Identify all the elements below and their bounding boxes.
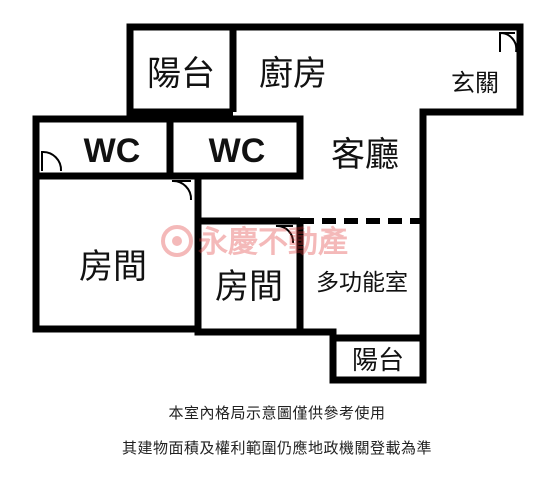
door-entrance	[499, 31, 518, 53]
watermark: 永慶不動產	[161, 225, 348, 260]
label-bedroom-left: 房間	[79, 247, 147, 287]
door-bedroom-middle	[275, 224, 295, 244]
caption-line-1: 本室內格局示意圖僅供參考使用	[168, 404, 386, 422]
label-balcony-bottom: 陽台	[352, 346, 404, 376]
door-wc-left	[41, 150, 63, 172]
watermark-logo-dot-icon	[172, 236, 182, 246]
watermark-logo-icon	[161, 225, 193, 257]
label-entrance: 玄關	[451, 69, 499, 97]
label-kitchen: 廚房	[259, 54, 327, 94]
doors	[41, 31, 518, 244]
floor-plan: 陽台 廚房 玄關 WC WC 客廳 房間 房間 多功能室 陽台 永慶不動產	[32, 23, 524, 384]
door-bedroom-left	[171, 179, 193, 201]
caption-line-2: 其建物面積及權利範圍仍應地政機關登載為準	[121, 439, 432, 457]
label-bedroom-middle: 房間	[215, 267, 283, 307]
label-multi-purpose: 多功能室	[316, 270, 408, 296]
watermark-brand: 永慶不動產	[198, 225, 348, 260]
label-wc-left: WC	[84, 132, 141, 170]
label-balcony-top: 陽台	[147, 54, 215, 94]
label-wc-right: WC	[209, 132, 266, 170]
wall-balcony-bottom-room	[329, 338, 427, 384]
walls	[32, 23, 524, 384]
label-living-room: 客廳	[331, 135, 399, 175]
